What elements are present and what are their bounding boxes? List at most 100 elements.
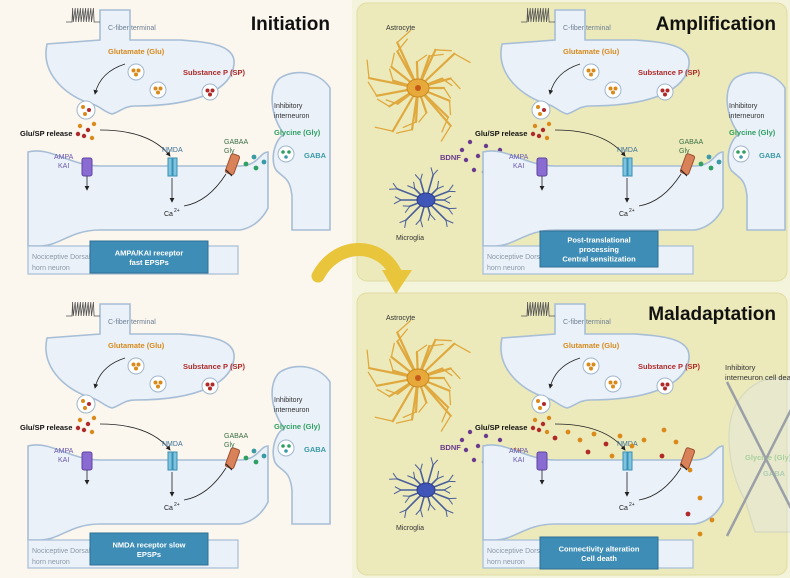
gaba-a-label: GABAA (679, 139, 703, 146)
gaba-label: GABA (304, 445, 327, 454)
bdnf-molecule (467, 139, 473, 145)
inhibitory-interneuron (726, 71, 786, 231)
gly-receptor-label: Gly (679, 148, 690, 155)
calcium-superscript: 2+ (629, 502, 635, 508)
vesicle-arrow (93, 63, 126, 95)
calcium-superscript: 2+ (629, 208, 635, 214)
outcome-box-line: processing (579, 245, 619, 254)
glutamate-vesicle (604, 81, 622, 99)
glutamate-vesicle (127, 63, 145, 81)
ampa-label: AMPA (54, 154, 74, 161)
released-inhibitory-transmitter (261, 453, 267, 459)
released-neurotransmitter (77, 123, 83, 129)
cell-death-label-line1: Inhibitory (725, 363, 756, 372)
substance-p-label: Substance P (SP) (183, 362, 245, 371)
released-inhibitory-transmitter (253, 165, 259, 171)
amplification-title: Amplification (656, 14, 776, 35)
action-potential-trace (521, 7, 555, 23)
cell-death-cross-b (725, 408, 790, 537)
glutamate-label: Glutamate (Glu) (108, 47, 165, 56)
glycine-label: Glycine (Gly) (729, 128, 776, 137)
inhibitory-vesicle (732, 145, 750, 163)
nmda-receptor-left (622, 157, 628, 177)
released-inhibitory-transmitter (243, 455, 249, 461)
ampa-label: AMPA (509, 154, 529, 161)
released-neurotransmitter (85, 421, 91, 427)
excess-glutamate (687, 467, 693, 473)
nmda-activation-arrow (99, 129, 171, 157)
excess-glutamate (685, 511, 691, 517)
substance-p-label: Substance P (SP) (638, 362, 700, 371)
bdnf-label: BDNF (440, 153, 461, 162)
ampa-label: AMPA (54, 448, 74, 455)
release-label: Glu/SP release (20, 423, 72, 432)
released-neurotransmitter (89, 135, 95, 141)
gly-receptor-label: Gly (224, 442, 235, 449)
released-neurotransmitter (75, 131, 81, 137)
neuron-label-line2: horn neuron (32, 265, 70, 272)
nmda-receptor-right (627, 157, 633, 177)
interneuron-label-line1: Inhibitory (274, 397, 303, 404)
neuron-label-line1: Nociceptive Dorsal (32, 548, 91, 555)
bdnf-molecule (471, 167, 477, 173)
bdnf-molecule (475, 153, 481, 159)
microglia-cell (389, 167, 457, 228)
released-inhibitory-transmitter (243, 161, 249, 167)
interneuron-label-line1: Inhibitory (274, 103, 303, 110)
nmda-receptor-left (622, 451, 628, 471)
inhibition-bar (225, 463, 233, 471)
action-potential-trace (521, 301, 555, 317)
outcome-box (539, 536, 659, 570)
nmda-receptor-right (172, 157, 178, 177)
neuron-label-line1: Nociceptive Dorsal (487, 254, 546, 261)
glutamate-label: Glutamate (Glu) (563, 47, 620, 56)
release-vesicle (76, 394, 96, 414)
astrocyte-cell (366, 319, 471, 432)
glutamate-vesicle (582, 357, 600, 375)
action-potential-trace (66, 301, 100, 317)
released-inhibitory-transmitter (253, 459, 259, 465)
substance-p-vesicle (201, 83, 219, 101)
progression-arrowhead (382, 270, 412, 294)
vesicle-arrow (93, 357, 126, 389)
outcome-box-line: Connectivity alteration (559, 544, 640, 553)
outcome-box-line: Central sensitization (562, 255, 636, 264)
bdnf-molecule (497, 437, 503, 443)
released-inhibitory-transmitter (708, 165, 714, 171)
action-potential-trace (66, 7, 100, 23)
astrocyte-cell (366, 29, 471, 142)
outcome-box-line: Cell death (581, 554, 617, 563)
released-neurotransmitter (536, 133, 542, 139)
calcium-label: Ca (164, 211, 173, 218)
calcium-label: Ca (619, 505, 628, 512)
inhibition-arc (638, 467, 682, 501)
released-neurotransmitter (530, 425, 536, 431)
excess-glutamate (659, 453, 665, 459)
outcome-box-line: NMDA receptor slow (112, 540, 185, 549)
outcome-box-line: Post-translational (567, 236, 630, 245)
inhibition-bar (680, 463, 688, 471)
glutamate-vesicle (149, 375, 167, 393)
glutamate-vesicle (582, 63, 600, 81)
excess-glutamate (617, 433, 623, 439)
gaba-a-label: GABAA (224, 139, 248, 146)
substance-p-vesicle (656, 83, 674, 101)
release-vesicle (76, 100, 96, 120)
released-neurotransmitter (532, 417, 538, 423)
interneuron-label-line2: interneuron (729, 113, 765, 120)
bdnf-molecule (471, 457, 477, 463)
ampa-kai-receptor (536, 157, 548, 177)
nmda-activation-arrow (99, 423, 171, 451)
neuron-label-line1: Nociceptive Dorsal (487, 548, 546, 555)
excess-glutamate (609, 453, 615, 459)
release-label: Glu/SP release (475, 129, 527, 138)
calcium-superscript: 2+ (174, 208, 180, 214)
substance-p-label: Substance P (SP) (183, 68, 245, 77)
released-inhibitory-transmitter (251, 448, 257, 454)
vesicle-arrow (548, 63, 581, 95)
released-inhibitory-transmitter (251, 154, 257, 160)
released-neurotransmitter (91, 121, 97, 127)
excess-glutamate (697, 531, 703, 537)
